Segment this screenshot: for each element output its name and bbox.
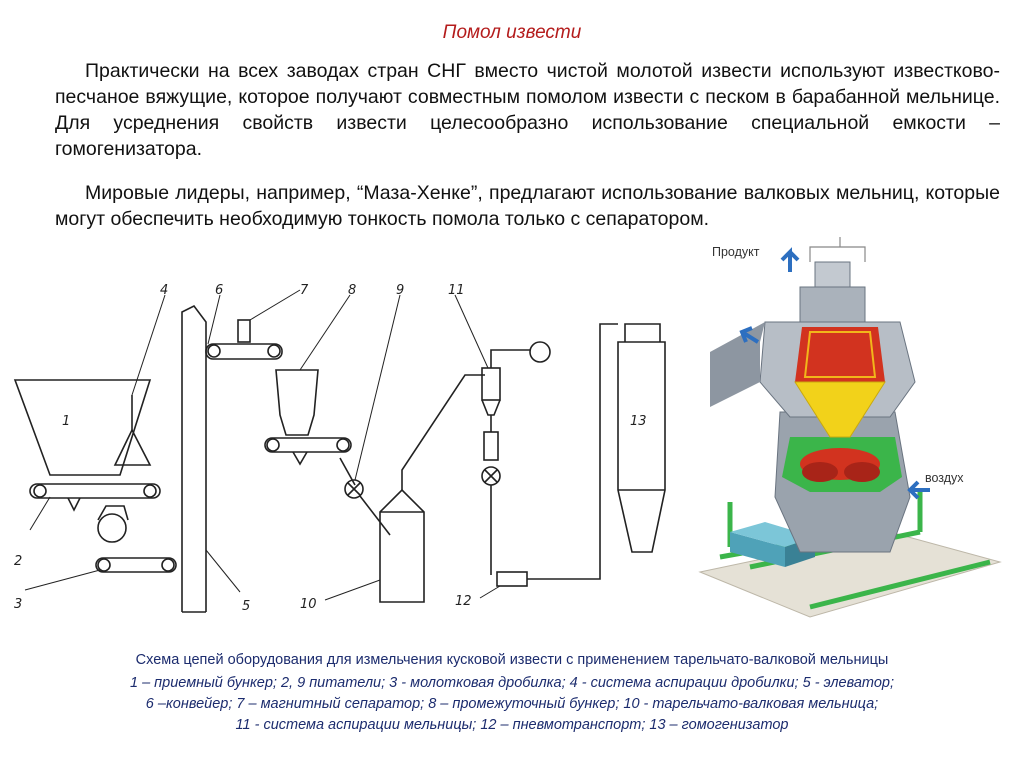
scheme-label-4: 4 <box>160 283 168 298</box>
intermediate-bunker <box>275 369 319 436</box>
figure-caption-legend: 1 – приемный бункер; 2, 9 питатели; 3 - … <box>0 673 1024 736</box>
paragraph-1: Практически на всех заводах стран СНГ вм… <box>55 58 1000 162</box>
legend-line-2: 6 –конвейер; 7 – магнитный сепаратор; 8 … <box>145 696 879 712</box>
conveyor-6 <box>205 343 283 360</box>
scheme-label-11: 11 <box>448 283 465 298</box>
pneumatic-transport <box>496 571 528 587</box>
magnetic-separator <box>237 319 251 343</box>
paragraph-1-text: Практически на всех заводах стран СНГ вм… <box>55 60 1000 160</box>
figure-caption-title: Схема цепей оборудования для измельчения… <box>135 652 889 668</box>
mill-aspiration-cyclone <box>481 367 501 401</box>
scheme-label-8: 8 <box>348 283 356 298</box>
elevator <box>181 304 207 612</box>
slide-title: Помол извести <box>442 22 582 43</box>
paragraph-2-text: Мировые лидеры, например, “Маза-Хенке”, … <box>55 182 1000 230</box>
scheme-label-1: 1 <box>62 414 70 429</box>
process-scheme-diagram: 1 2 3 4 5 6 7 8 9 10 11 12 13 <box>13 283 666 614</box>
legend-line-1: 1 – приемный бункер; 2, 9 питатели; 3 - … <box>130 675 894 691</box>
hammer-crusher <box>97 513 127 543</box>
scheme-label-12: 12 <box>455 594 472 609</box>
homogenizer <box>617 341 666 553</box>
mill-label-air: воздух <box>925 471 964 485</box>
paragraph-2: Мировые лидеры, например, “Маза-Хенке”, … <box>55 180 1000 232</box>
scheme-label-3: 3 <box>14 597 22 612</box>
receiving-bunker <box>13 379 152 476</box>
crusher-aspiration <box>113 428 152 466</box>
roller-mill <box>379 488 425 603</box>
scheme-label-6: 6 <box>215 283 223 298</box>
roller-mill-illustration: Продукт воздух <box>698 237 1002 618</box>
scheme-label-7: 7 <box>300 283 309 298</box>
scheme-label-9: 9 <box>396 283 404 298</box>
scheme-label-2: 2 <box>14 554 22 569</box>
feeder-2 <box>29 483 161 499</box>
scheme-label-13: 13 <box>630 414 647 429</box>
aspiration-fan <box>529 341 551 363</box>
legend-line-3: 11 - система аспирации мельницы; 12 – пн… <box>235 717 789 733</box>
feeder-9 <box>264 437 352 453</box>
mill-label-product: Продукт <box>712 245 760 259</box>
scheme-label-10: 10 <box>300 597 317 612</box>
scheme-label-5: 5 <box>242 599 250 614</box>
